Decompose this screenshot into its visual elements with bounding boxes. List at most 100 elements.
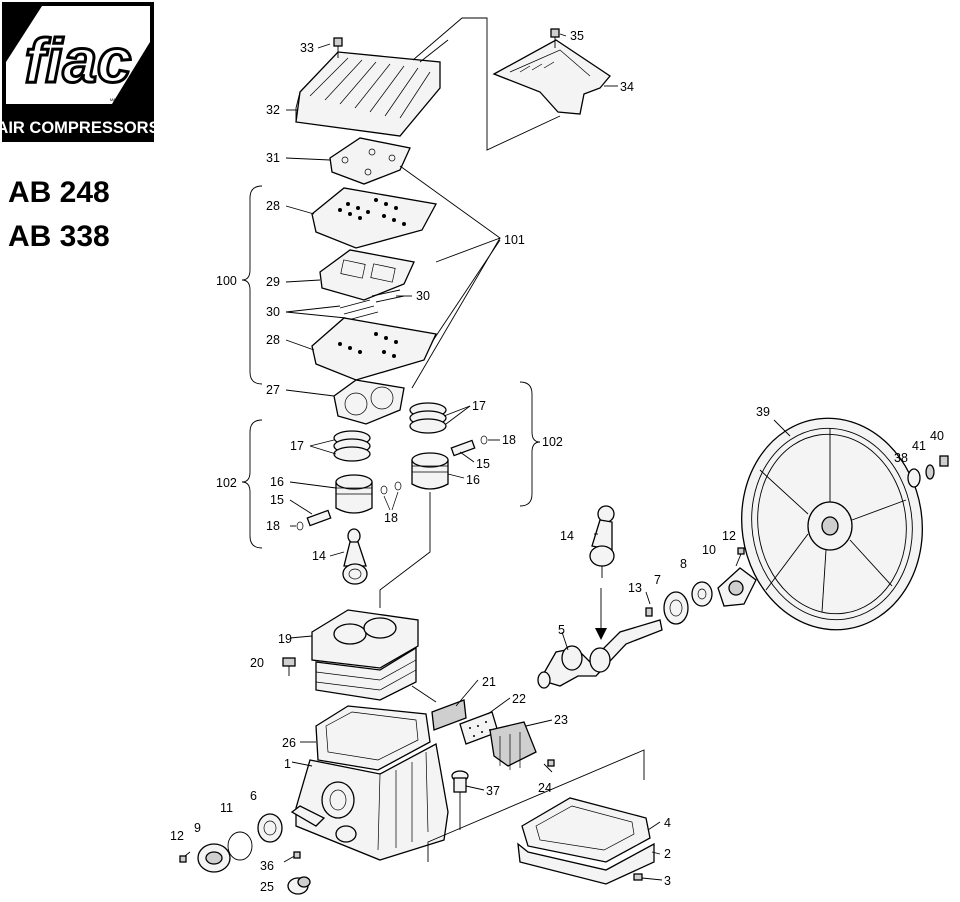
logo-tagline: AIR COMPRESSORS	[2, 119, 154, 137]
head-cover-part	[492, 39, 611, 115]
circlips-18-part	[296, 435, 488, 531]
gasket-21-part	[431, 699, 467, 731]
callout-25: 25	[260, 880, 274, 894]
callout-22: 22	[512, 692, 526, 706]
pulley-39-part	[741, 417, 923, 631]
valve-plate-28b-part	[311, 317, 437, 381]
callout-3: 3	[664, 874, 671, 888]
callout-28a: 28	[266, 199, 280, 213]
screw-12b-part	[179, 851, 191, 863]
callout-2: 2	[664, 847, 671, 861]
gasket-27-part	[333, 379, 405, 425]
screw-36-part	[283, 851, 301, 863]
callout-32: 32	[266, 103, 280, 117]
callout-4: 4	[664, 816, 671, 830]
plug-37-part	[451, 770, 469, 830]
cover-23-part	[489, 721, 537, 770]
callout-21: 21	[482, 675, 496, 689]
callout-24: 24	[538, 781, 552, 795]
callout-35: 35	[570, 29, 584, 43]
model-ab248: AB 248	[8, 176, 110, 209]
callout-39: 39	[756, 405, 770, 419]
callout-8: 8	[680, 557, 687, 571]
callout-15b: 15	[270, 493, 284, 507]
o-ring-11-part	[227, 831, 253, 861]
callout-102b: 102	[542, 435, 563, 449]
washer-38-part	[907, 468, 921, 488]
piston-16-right-part	[411, 452, 449, 490]
gasket-31-part	[329, 137, 411, 185]
callout-17b: 17	[290, 439, 304, 453]
arrow-down	[595, 588, 607, 640]
model-ab338: AB 338	[8, 220, 110, 253]
callout-23: 23	[554, 713, 568, 727]
callout-36: 36	[260, 859, 274, 873]
callout-13: 13	[628, 581, 642, 595]
gasket-29-part	[319, 249, 415, 301]
bearing-6-part	[257, 813, 283, 843]
crankcase-1-part	[290, 743, 449, 861]
logo-wordmark: fiac	[25, 27, 132, 96]
bolt-24-part	[543, 759, 555, 773]
gasket-26-part	[315, 705, 431, 771]
callout-38: 38	[894, 451, 908, 465]
piston-pins-15-part	[306, 439, 476, 527]
oil-seal-8-part	[691, 581, 713, 607]
callout-18a: 18	[502, 433, 516, 447]
screw-35-part	[550, 28, 560, 48]
valve-plate-28a-part	[311, 187, 437, 249]
connecting-rod-14-right-part	[589, 505, 615, 578]
callout-27: 27	[266, 383, 280, 397]
callout-34: 34	[620, 80, 634, 94]
callout-6: 6	[250, 789, 257, 803]
sump-2-part	[517, 842, 655, 885]
callout-40: 40	[930, 429, 944, 443]
callout-1: 1	[284, 757, 291, 771]
callout-18b: 18	[384, 511, 398, 525]
callout-26: 26	[282, 736, 296, 750]
callout-labels: 33 32 35 34 31 28 101 100 29 30 30 28 27…	[170, 29, 944, 894]
callout-9: 9	[194, 821, 201, 835]
callout-28b: 28	[266, 333, 280, 347]
screw-3-part	[633, 873, 643, 881]
callout-19: 19	[278, 632, 292, 646]
callout-18c: 18	[266, 519, 280, 533]
callout-16a: 16	[270, 475, 284, 489]
screw-12a-part	[735, 547, 745, 567]
callout-7: 7	[654, 573, 661, 587]
callout-14b: 14	[560, 529, 574, 543]
callout-101: 101	[504, 233, 525, 247]
piston-16-left-part	[335, 474, 373, 514]
fiac-logo: fiac MADE IN ITALY AIR COMPRESSORS	[2, 2, 154, 142]
reed-valves-30-part	[339, 289, 405, 321]
callout-31: 31	[266, 151, 280, 165]
callout-29: 29	[266, 275, 280, 289]
flange-9-part	[197, 843, 231, 873]
bolt-33-part	[333, 37, 343, 58]
cylinder-19-part	[311, 609, 419, 701]
cylinder-head-part	[295, 51, 441, 137]
callout-102a: 102	[216, 476, 237, 490]
bolt-20-part	[282, 657, 296, 676]
callout-15a: 15	[476, 457, 490, 471]
leader-lines	[285, 33, 791, 881]
logo-made-in: MADE IN ITALY	[110, 97, 139, 102]
flange-10-part	[717, 567, 757, 607]
callout-16b: 16	[466, 473, 480, 487]
plug-25-part	[287, 876, 311, 895]
callout-33: 33	[300, 41, 314, 55]
key-13-part	[645, 607, 653, 617]
bearing-7-part	[663, 591, 689, 625]
callout-14a: 14	[312, 549, 326, 563]
callout-17a: 17	[472, 399, 486, 413]
callout-100: 100	[216, 274, 237, 288]
callout-10: 10	[702, 543, 716, 557]
callout-30a: 30	[266, 305, 280, 319]
rings-17-right-part	[409, 402, 447, 434]
crankshaft-5-part	[537, 619, 663, 689]
lock-washer-41-part	[925, 464, 935, 480]
callout-41: 41	[912, 439, 926, 453]
bolt-40-part	[939, 455, 949, 467]
callout-11: 11	[220, 801, 233, 815]
